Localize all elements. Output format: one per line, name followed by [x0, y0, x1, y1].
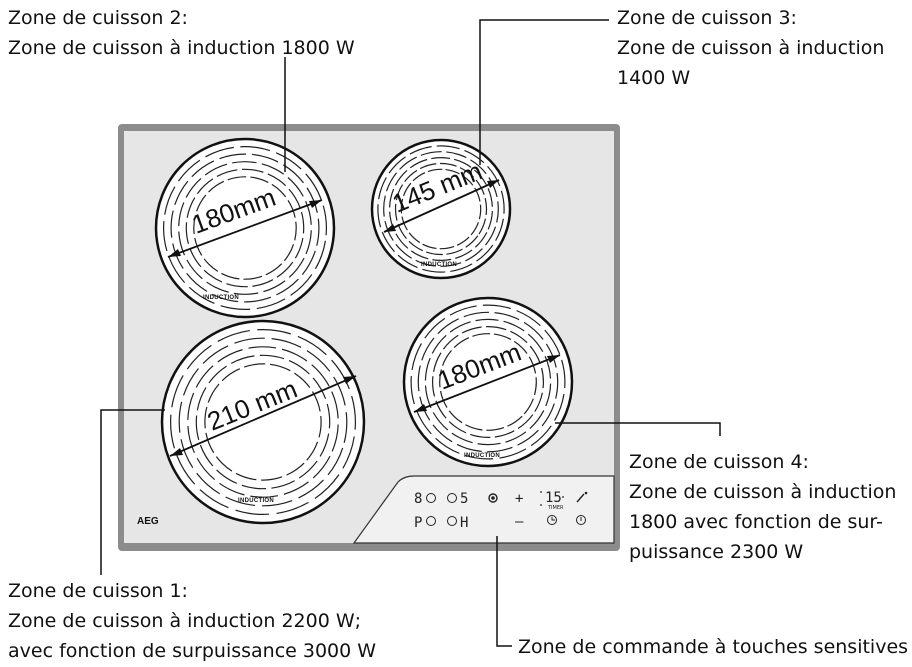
label-zone1-line2: Zone de cuisson à induction 2200 W;: [8, 610, 361, 632]
zone2-coil-ring: [170, 153, 320, 303]
leader-line-zone1: [100, 409, 165, 575]
control-key-icon: [426, 493, 436, 503]
leader-line-zone3: [479, 19, 609, 165]
label-zone3-line3: 1400 W: [617, 67, 690, 89]
brand-logo: AEG: [137, 516, 159, 527]
label-zone4-line3: 1800 avec fonction de sur-: [629, 511, 883, 533]
zone2-induction-badge: INDUCTION: [203, 295, 239, 301]
control-key-icon: [447, 493, 457, 503]
leader-line-control: [496, 536, 512, 647]
label-zone3: Zone de cuisson 3: Zone de cuisson à ind…: [617, 7, 884, 89]
zone4-coil-ring: [432, 326, 545, 439]
label-control-zone: Zone de commande à touches sensitives: [518, 636, 908, 658]
power-icon: [576, 515, 586, 525]
power-boost-icon-inner: [491, 496, 495, 500]
zone3-outer-ring: [370, 138, 512, 280]
label-zone1-line3: avec fonction de surpuissance 3000 W: [8, 640, 376, 662]
dimension-line-zone3: [383, 179, 500, 233]
zone2-coil-ring: [185, 168, 305, 288]
zone4-coil-ring: [439, 333, 537, 431]
zone2-coil-ring: [163, 146, 328, 311]
control-display-zone-rear-right: H: [460, 515, 468, 531]
clock-icon: [547, 515, 557, 525]
zone4-coil-ring: [424, 318, 552, 446]
zone3-coil-ring: [389, 157, 494, 262]
label-zone1-line1: Zone de cuisson 1:: [8, 580, 188, 602]
timer-label: TIMER: [547, 505, 564, 511]
dimension-line-zone4: [413, 354, 561, 413]
leader-lines: [100, 19, 721, 647]
lock-key-icon-head: [584, 491, 588, 495]
control-display-zone-front-right: 5: [460, 491, 468, 507]
lock-key-icon: [576, 493, 585, 503]
control-key-icon: [447, 516, 457, 526]
control-display-zone-rear-left: P: [414, 515, 422, 531]
label-zone3-line2: Zone de cuisson à induction: [617, 37, 884, 59]
plus-key: +: [515, 491, 523, 507]
zone3-coil-ring: [383, 151, 499, 267]
minus-key: –: [515, 514, 524, 530]
label-zone1: Zone de cuisson 1: Zone de cuisson à ind…: [8, 580, 376, 662]
label-zone2: Zone de cuisson 2: Zone de cuisson à ind…: [8, 7, 355, 59]
zone3-coil-ring: [394, 162, 488, 256]
zone4-induction-badge: INDUCTION: [464, 453, 500, 459]
label-zone2-line2: Zone de cuisson à induction 1800 W: [8, 37, 355, 59]
zone1-induction-badge: INDUCTION: [238, 498, 274, 504]
label-zone4: Zone de cuisson 4: Zone de cuisson à ind…: [629, 451, 896, 563]
control-panel-region: [352, 475, 615, 544]
label-zone4-line2: Zone de cuisson à induction: [629, 481, 896, 503]
power-boost-icon: [488, 493, 498, 503]
dimension-arrowheads: [168, 180, 560, 456]
zone1-coil-ring: [170, 329, 357, 516]
control-display-zone-front-left: 8: [414, 491, 422, 507]
dimension-line-zone2: [167, 199, 323, 258]
cooking-zones: [154, 137, 574, 525]
dimension-lines: [167, 179, 561, 457]
zone1-outer-ring: [160, 319, 366, 525]
timer-display: 15: [545, 490, 562, 506]
label-zone4-line1: Zone de cuisson 4:: [629, 451, 809, 473]
label-zone3-line1: Zone de cuisson 3:: [617, 7, 797, 29]
zone4-coil-ring: [410, 304, 566, 460]
zone4-outer-ring: [402, 296, 574, 468]
zone3-induction-badge: INDUCTION: [421, 262, 457, 268]
label-zone2-line1: Zone de cuisson 2:: [8, 7, 188, 29]
zone1-coil-ring: [195, 354, 331, 490]
zone2-coil-ring: [178, 161, 312, 295]
zone2-coil-ring: [193, 176, 297, 280]
dimension-line-zone1: [169, 375, 357, 457]
label-zone4-line4: puissance 2300 W: [629, 541, 803, 563]
clock-icon-hands: [551, 517, 555, 521]
zone1-coil-ring: [178, 337, 348, 507]
control-key-icon: [426, 516, 436, 526]
control-panel-symbols: 8 5 + 15 TIMER P H –: [414, 490, 588, 531]
leader-line-zone4: [555, 422, 721, 436]
zone1-coil-ring: [187, 346, 339, 498]
